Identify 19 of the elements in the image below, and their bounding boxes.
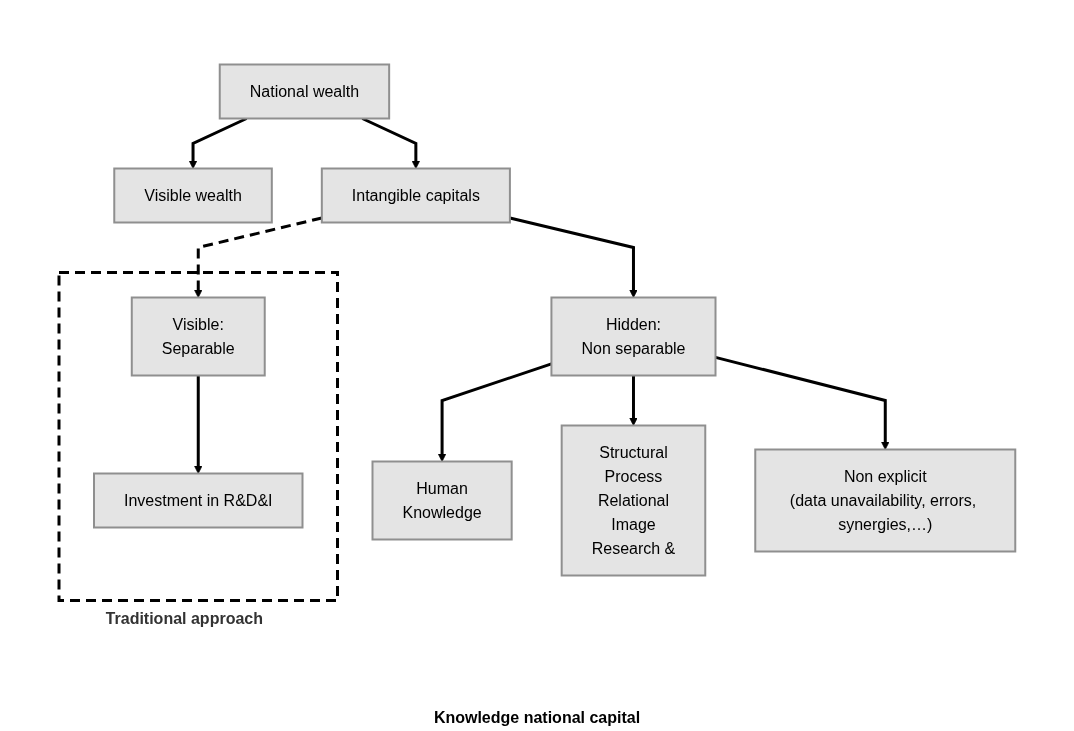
arrow — [193, 375, 203, 474]
node-box: Structural Process Relational Image Research & — [560, 424, 707, 577]
node-box: Visible wealth — [113, 167, 273, 224]
arrow — [188, 117, 248, 169]
node-box: Investment in R&D&I — [92, 472, 304, 529]
brace-caption: Knowledge national capital — [432, 708, 642, 728]
node-box: Hidden: Non separable — [550, 296, 717, 377]
cluster — [57, 271, 339, 602]
arrow — [509, 216, 638, 298]
node-box: Non explicit (data unavailability, errors, synergies,…) — [754, 448, 1017, 553]
arrow — [715, 355, 890, 450]
node-box: Visible: Separable — [130, 296, 266, 377]
node-box: Intangible capitals — [320, 167, 511, 224]
arrow — [628, 375, 638, 426]
node-box: Human Knowledge — [371, 460, 513, 541]
arrow — [437, 362, 552, 462]
node-label: Traditional approach — [105, 609, 263, 627]
arrow — [361, 117, 421, 169]
node-box: National wealth — [218, 63, 390, 120]
